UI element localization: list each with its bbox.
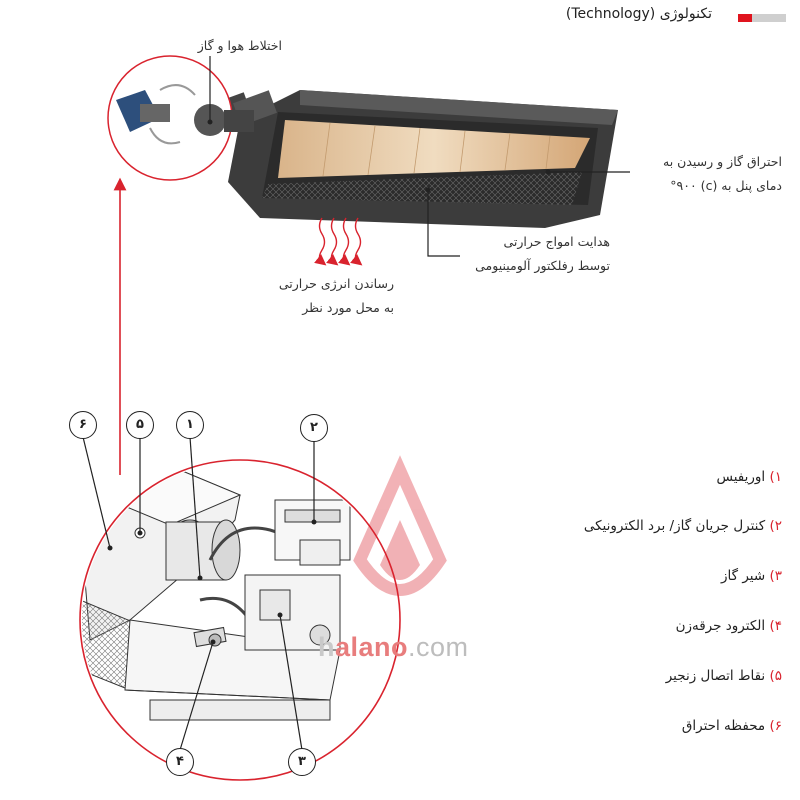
header-accent-bar [738, 14, 752, 22]
watermark-text: halano.com [318, 632, 469, 662]
heat-transfer-label-line1: رساندن انرژی حرارتی [278, 276, 394, 291]
combustion-label-line1: احتراق گاز و رسیدن به [663, 154, 782, 169]
heat-wave-arrows [314, 217, 363, 266]
air-gas-mix-label: اختلاط هوا و گاز [197, 38, 282, 53]
watermark-logo [353, 455, 447, 596]
section-title: تکنولوژی (Technology) [565, 6, 712, 22]
legend-item-1: ۱) اوریفیس [716, 469, 782, 485]
marker-4: ۴ [166, 748, 194, 776]
legend-item-3: ۳) شیر گاز [720, 568, 782, 584]
reflector-label-line1: هدایت امواج حرارتی [503, 234, 610, 249]
heat-transfer-label-line2: به محل مورد نظر [302, 300, 394, 315]
legend-item-2: ۲) کنترل جریان گاز/ برد الکترونیکی [583, 518, 782, 534]
ceramic-panel [278, 120, 590, 178]
reflector-leader [427, 190, 460, 257]
marker-3: ۳ [288, 748, 316, 776]
marker-2: ۲ [300, 414, 328, 442]
combustion-label-line2: دمای پنل به (c) °۹۰۰ [670, 178, 782, 193]
legend-item-4: ۴) الکترود جرقه‌زن [675, 618, 782, 634]
detail-circle [79, 459, 401, 781]
legend-item-5: ۵) نقاط اتصال زنجیر [665, 668, 782, 684]
legend-item-6: ۶) محفظه احتراق [681, 718, 782, 734]
header-gray-bar [752, 14, 786, 22]
number-leaders [82, 436, 315, 751]
marker-5: ۵ [126, 411, 154, 439]
marker-6: ۶ [69, 411, 97, 439]
heater-unit [196, 90, 618, 228]
reflector-label-line2: توسط رفلکتور آلومینیومی [475, 258, 610, 273]
marker-1: ۱ [176, 411, 204, 439]
